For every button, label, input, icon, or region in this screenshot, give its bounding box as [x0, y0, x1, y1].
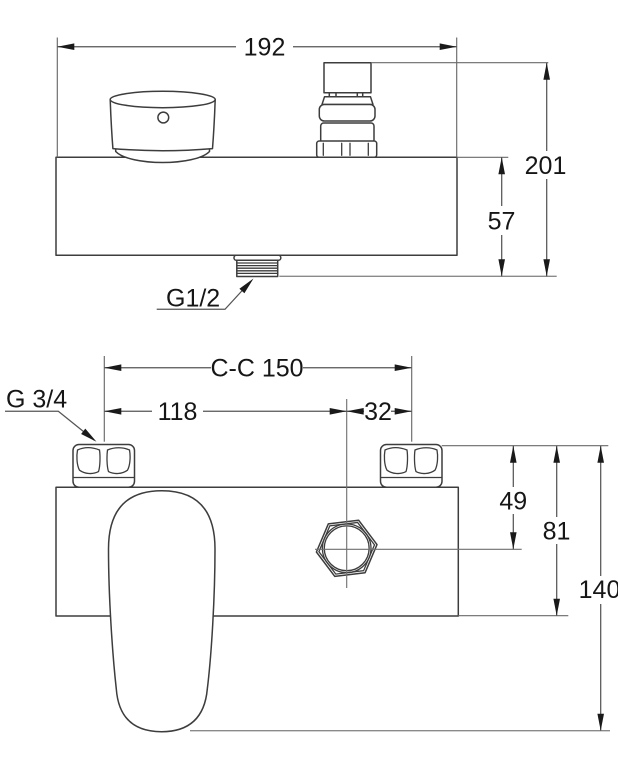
- dim-body-57: 57: [488, 157, 516, 277]
- dim-height-201: 201: [525, 62, 567, 277]
- left-inlet-nut: [72, 443, 136, 489]
- dim-label-57: 57: [488, 207, 516, 235]
- dim-width-192: 192: [57, 34, 457, 62]
- dim-label-140: 140: [579, 576, 618, 604]
- handle-knob-top: [109, 98, 216, 152]
- dim-label-118: 118: [158, 398, 198, 426]
- label-g12: G1/2: [166, 285, 220, 313]
- dim-81: 81: [543, 445, 571, 616]
- mixer-body-side: [55, 156, 458, 257]
- dim-label-192: 192: [244, 34, 286, 62]
- dim-32: 32: [346, 398, 412, 426]
- dim-label-32: 32: [364, 398, 392, 426]
- connector-hex-nut: [315, 140, 378, 159]
- dim-label-cc150: C-C 150: [210, 355, 303, 383]
- shower-connector: [315, 61, 378, 159]
- dim-label-49: 49: [499, 487, 527, 515]
- dim-140: 140: [579, 445, 618, 731]
- knob-top-face: [109, 90, 216, 109]
- knob-indicator-dot: [157, 111, 170, 124]
- dim-118: 118: [104, 398, 347, 426]
- label-g34: G 3/4: [6, 386, 67, 414]
- dim-label-201: 201: [525, 152, 567, 180]
- top-view: 192 201 57 G1/2: [55, 34, 567, 313]
- label-g12-leader: G1/2: [156, 278, 254, 313]
- bottom-view: C-C 150 118 32 G 3/4: [5, 355, 618, 733]
- right-inlet-nut: [379, 443, 443, 489]
- knob-neck: [114, 146, 211, 164]
- dim-cc150: C-C 150: [104, 355, 412, 383]
- label-g34-leader: G 3/4: [5, 386, 97, 442]
- outlet-thread-g12: [233, 254, 282, 278]
- lever-handle: [107, 489, 216, 733]
- dim-49: 49: [499, 445, 527, 550]
- dim-label-81: 81: [543, 517, 571, 545]
